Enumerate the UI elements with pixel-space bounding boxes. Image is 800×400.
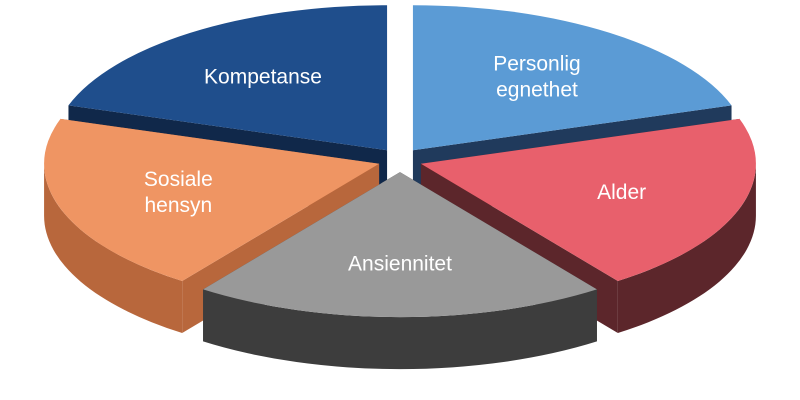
slice-label-line: egnethet: [496, 78, 578, 101]
slice-top: [68, 5, 388, 151]
slice-label: Sosiale hensyn: [144, 168, 213, 217]
slice-label-line: Kompetanse: [204, 65, 322, 88]
slice-label: Kompetanse: [204, 65, 322, 88]
slice-label-line: Sosiale: [144, 168, 213, 191]
slice-label-line: Ansiennitet: [348, 252, 452, 275]
slice-outer-wall: [617, 163, 756, 334]
pie-slice-ansiennitet: Ansiennitet: [203, 172, 597, 370]
slice-top: [44, 118, 380, 282]
pie-slice-alder: Alder: [420, 118, 756, 334]
slice-label-line: hensyn: [144, 194, 212, 217]
slice-label: Ansiennitet: [348, 252, 452, 275]
slice-outer-wall: [44, 163, 183, 334]
slice-label: Personlig egnethet: [493, 52, 581, 101]
slice-top: [203, 172, 597, 318]
slice-label-line: Personlig: [493, 52, 581, 75]
slice-label: Alder: [597, 181, 646, 204]
slice-top: [420, 118, 756, 282]
slice-label-line: Alder: [597, 181, 646, 204]
slice-top: [412, 5, 732, 151]
slice-outer-wall: [203, 289, 597, 370]
